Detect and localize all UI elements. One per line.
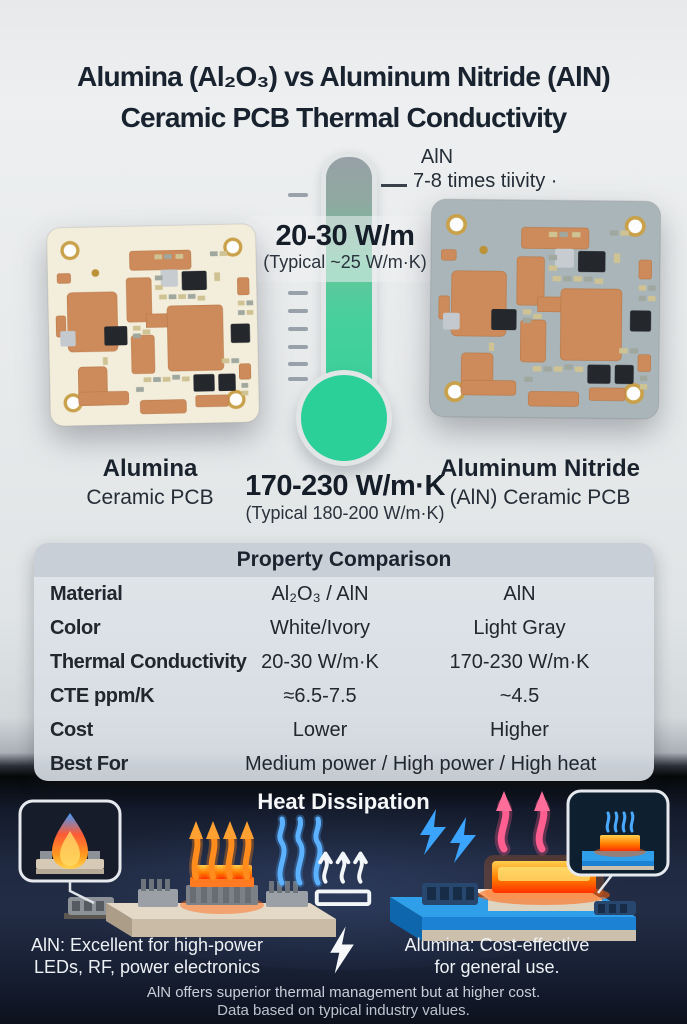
aln-board-type: (AlN) Ceramic PCB: [449, 486, 631, 509]
alumina-caption: Alumina: Cost-effective for general use.: [372, 934, 622, 978]
page-title: Alumina (Al₂O₃) vs Aluminum Nitride (AlN…: [0, 56, 687, 138]
property-comparison-panel: Property Comparison Material Al₂O₃ / AlN…: [34, 543, 654, 781]
alumina-cell: White/Ivory: [269, 616, 371, 639]
alumina-pcb-photo: [46, 223, 260, 427]
thermometer-tick: [288, 377, 308, 381]
alumina-cell: 20-30 W/m·K: [261, 650, 379, 673]
aln-board-name: Aluminum Nitride: [439, 455, 640, 482]
alumina-board-type: Ceramic PCB: [86, 486, 214, 509]
aln-cell: ~4.5: [499, 684, 540, 707]
heat-waves-icon: [314, 851, 372, 906]
alumina-cell: Al₂O₃ / AlN: [271, 582, 369, 605]
thermometer-tick: [288, 362, 308, 366]
thermometer-tick: [288, 345, 308, 349]
thermometer-tick: [288, 327, 308, 331]
alumina-cell: ≈6.5-7.5: [283, 684, 357, 707]
alumina-board-name: Alumina: [102, 455, 198, 482]
comparison-row-material: Material Al₂O₃ / AlN AlN: [34, 577, 654, 611]
thermometer-bulb: [296, 370, 392, 466]
row-label: Color: [50, 616, 101, 639]
aln-caption-line-1: AlN: Excellent for high-power: [30, 935, 264, 955]
thermometer-tick: [288, 309, 308, 313]
thermometer-tick: [288, 193, 308, 197]
alumina-caption-line-1: Alumina: Cost-effective: [404, 935, 590, 955]
alumina-range-band: [246, 216, 444, 282]
aln-caption: AlN: Excellent for high-power LEDs, RF, …: [22, 934, 272, 978]
aln-cell: 170-230 W/m·K: [449, 650, 590, 673]
comparison-row-best-for: Best For Medium power / High power / Hig…: [34, 747, 654, 781]
aln-typical-value: (Typical 180-200 W/m·K): [245, 503, 445, 523]
footnote-line-2: Data based on typical industry values.: [217, 1002, 470, 1019]
comparison-title: Property Comparison: [34, 543, 654, 577]
alumina-cell: Lower: [292, 718, 348, 741]
title-line-1: Alumina (Al₂O₃) vs Aluminum Nitride (AlN…: [77, 61, 611, 92]
comparison-row-cost: Cost Lower Higher: [34, 713, 654, 747]
title-line-2: Ceramic PCB Thermal Conductivity: [120, 102, 568, 133]
aln-cell: AlN: [503, 582, 536, 605]
row-label: Material: [50, 582, 123, 605]
comparison-row-color: Color White/Ivory Light Gray: [34, 611, 654, 645]
footnote-line-1: AlN offers superior thermal management b…: [146, 984, 541, 1001]
row-label: Thermal Conductivity: [50, 650, 247, 673]
alumina-caption-line-2: for general use.: [434, 957, 560, 977]
aln-caption-line-2: LEDs, RF, power electronics: [33, 957, 261, 977]
aln-note-connector: [381, 184, 407, 187]
row-label: CTE ppm/K: [50, 684, 155, 707]
aln-note: 7-8 times tiivity ·: [413, 170, 558, 192]
lightning-bolt-icon: [330, 926, 354, 974]
aln-pcb-photo: [428, 198, 662, 420]
alumina-cell: Medium power / High power / High heat: [245, 752, 597, 775]
aln-label: AlN: [420, 146, 454, 168]
row-label: Cost: [50, 718, 93, 741]
comparison-row-cte: CTE ppm/K ≈6.5-7.5 ~4.5: [34, 679, 654, 713]
aln-range-value: 170-230 W/m·K: [245, 470, 445, 502]
alumina-range-value: 20-30 W/m: [275, 220, 415, 252]
comparison-row-thermal-conductivity: Thermal Conductivity 20-30 W/m·K 170-230…: [34, 645, 654, 679]
aln-cell: Higher: [490, 718, 549, 741]
heat-section-title: Heat Dissipation: [257, 789, 430, 814]
row-label: Best For: [50, 752, 128, 775]
aln-cell: Light Gray: [473, 616, 566, 639]
alumina-typical-value: (Typical ~25 W/m·K): [263, 252, 427, 272]
thermometer-tick: [288, 291, 308, 295]
